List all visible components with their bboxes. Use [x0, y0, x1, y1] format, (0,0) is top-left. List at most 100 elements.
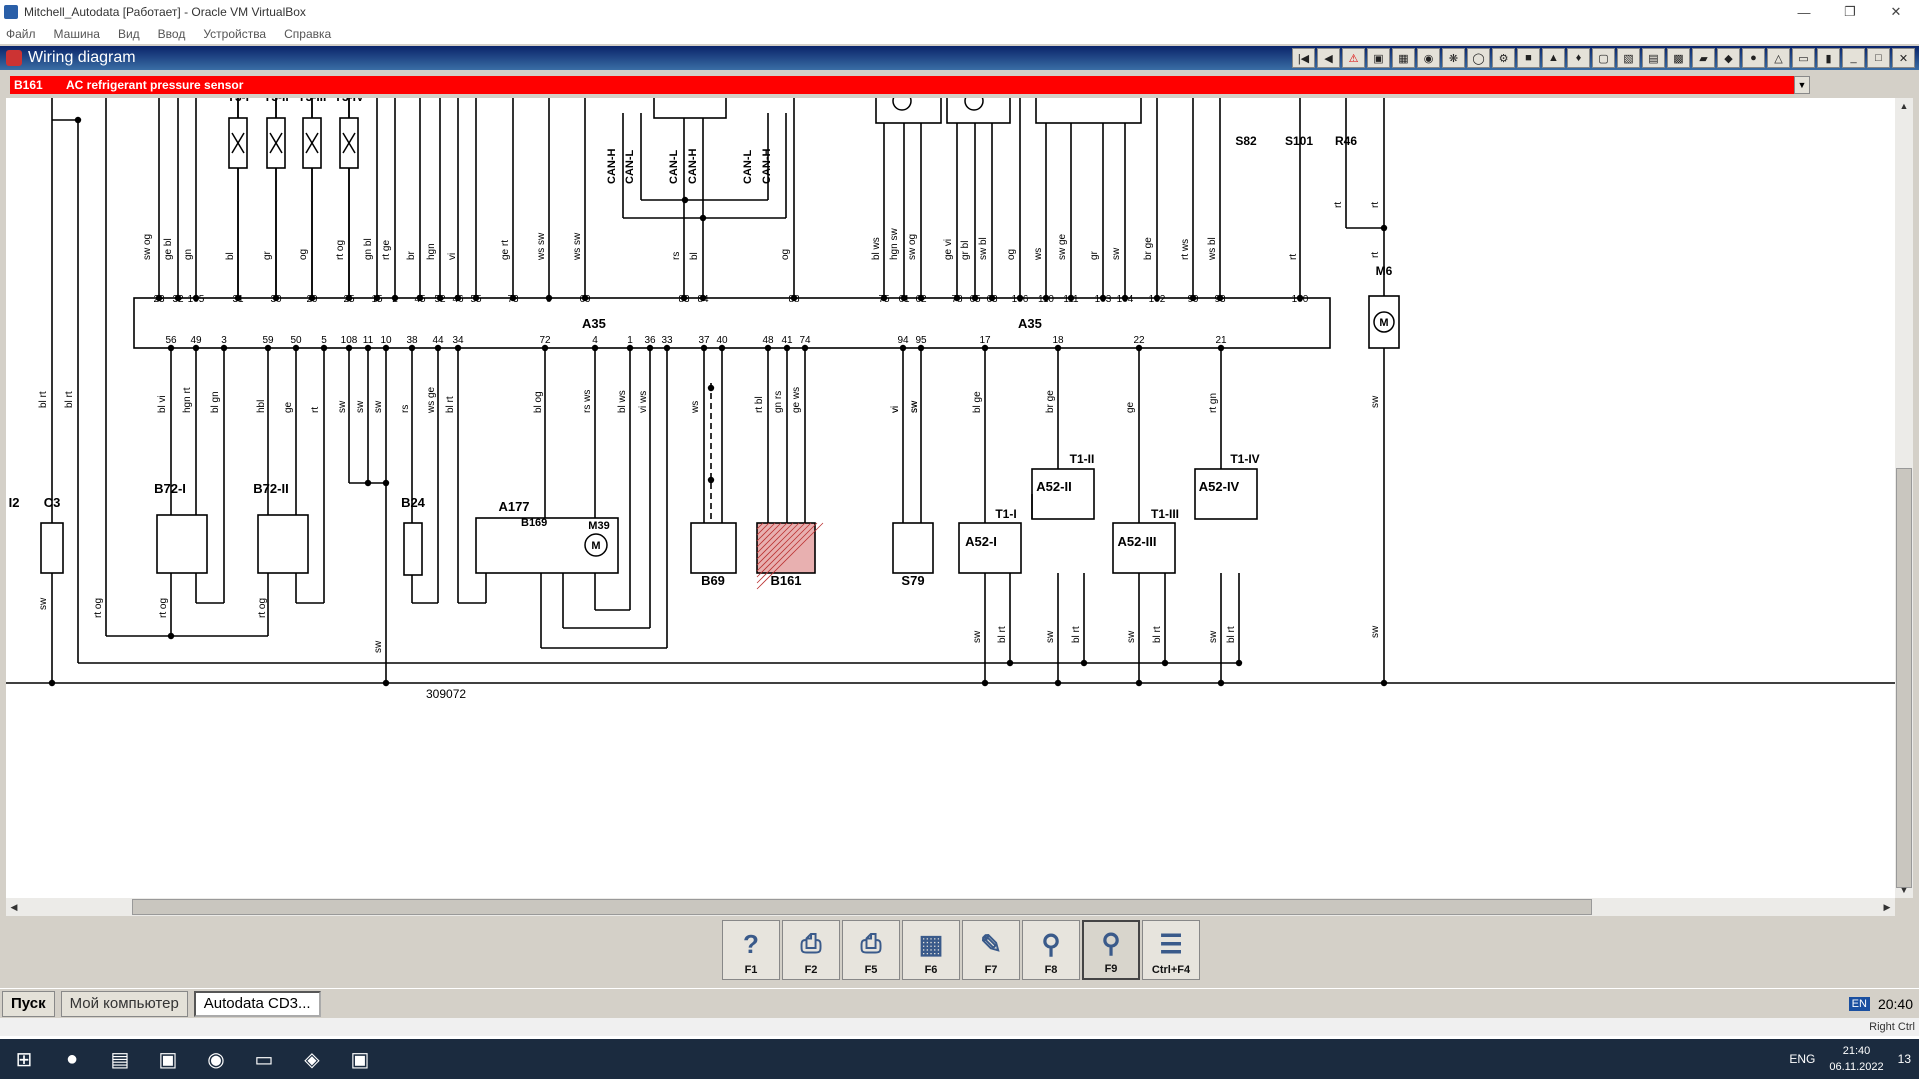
tool-icon-2[interactable]: ▦ [1392, 48, 1415, 68]
component-selector[interactable]: B161 AC refrigerant pressure sensor ▼ [10, 76, 1810, 94]
notification-icon[interactable]: 13 [1897, 1052, 1911, 1066]
tool-icon-16[interactable]: ● [1742, 48, 1765, 68]
component-label-t1-3: T1-III [1151, 507, 1179, 521]
ctrl-f4-button[interactable]: ☰Ctrl+F4 [1142, 920, 1200, 980]
vertical-scroll-thumb[interactable] [1896, 468, 1912, 888]
component-label-t1-2: T1-II [1070, 452, 1095, 466]
app-close-icon[interactable]: ✕ [1892, 48, 1915, 68]
menu-file[interactable]: Файл [6, 27, 36, 41]
bottom-pin-number: 18 [1052, 335, 1064, 346]
app-icon-1[interactable]: ▭ [254, 1048, 274, 1071]
tool-icon-17[interactable]: △ [1767, 48, 1790, 68]
junction-dot [382, 679, 390, 687]
chrome-icon[interactable]: ◉ [207, 1048, 225, 1071]
top-wire-color: ge bl [163, 238, 174, 260]
tool-icon-3[interactable]: ◉ [1417, 48, 1440, 68]
f8-button[interactable]: ⚲F8 [1022, 920, 1080, 980]
menu-view[interactable]: Вид [117, 27, 140, 41]
scroll-down-icon[interactable]: ▼ [1899, 885, 1909, 895]
f1-help-button[interactable]: ?F1 [722, 920, 780, 980]
prev-page-icon[interactable]: ◀ [1317, 48, 1340, 68]
f6-button[interactable]: ▦F6 [902, 920, 960, 980]
component-label: A52-IV [1199, 479, 1240, 494]
bottom-wire-color: hgn rt [182, 387, 193, 413]
tool-icon-18[interactable]: ▭ [1792, 48, 1815, 68]
bottom-wire-color: hbl [256, 400, 267, 413]
menu-input[interactable]: Ввод [157, 27, 186, 41]
horizontal-scrollbar[interactable]: ◀ ▶ [6, 898, 1895, 916]
task-autodata[interactable]: Autodata CD3... [193, 990, 321, 1017]
tool-icon-8[interactable]: ▲ [1542, 48, 1565, 68]
tool-icon-9[interactable]: ♦ [1567, 48, 1590, 68]
top-wire-color: sw [1111, 247, 1122, 260]
a52-1-box [958, 522, 1022, 574]
sensor-icon [964, 98, 984, 111]
scroll-left-icon[interactable]: ◀ [10, 901, 18, 912]
top-wire-color: hgn [426, 243, 437, 260]
tool-icon-15[interactable]: ◆ [1717, 48, 1740, 68]
host-lang[interactable]: ENG [1789, 1052, 1816, 1066]
explorer-icon[interactable]: ▤ [110, 1048, 130, 1071]
f2-button[interactable]: ⎙F2 [782, 920, 840, 980]
guest-taskbar: Пуск Мой компьютер Autodata CD3... EN 20… [0, 988, 1919, 1018]
f5-print-button[interactable]: ⎙F5 [842, 920, 900, 980]
tool-icon-6[interactable]: ⚙ [1492, 48, 1515, 68]
bottom-pin-number: 44 [432, 335, 444, 346]
scroll-up-icon[interactable]: ▲ [1899, 101, 1909, 111]
component-label: A52-III [1117, 534, 1156, 549]
app-maximize-icon[interactable]: □ [1867, 48, 1890, 68]
bottom-pin-number: 48 [762, 335, 774, 346]
menu-help[interactable]: Справка [284, 27, 332, 41]
bottom-wire-color: ws [690, 401, 701, 414]
bottom-wire-color: sw [373, 400, 384, 413]
tool-icon-11[interactable]: ▧ [1617, 48, 1640, 68]
component-label: B69 [701, 573, 725, 588]
tool-icon-7[interactable]: ■ [1517, 48, 1540, 68]
junction-dot [707, 384, 715, 392]
junction-dot [699, 214, 707, 222]
edge-icon[interactable]: ● [65, 1047, 79, 1070]
vm-menubar: Файл Машина Вид Ввод Устройства Справка [0, 24, 1919, 44]
scroll-right-icon[interactable]: ▶ [1883, 901, 1891, 912]
restore-icon[interactable]: ❐ [1844, 4, 1856, 19]
calculator-icon: ▦ [918, 929, 944, 959]
wire-color: rt og [257, 598, 268, 618]
bottom-wire-color: sw [909, 400, 920, 413]
top-wire-color: gr [262, 250, 273, 260]
virtualbox-taskbar-icon[interactable]: ▣ [350, 1048, 370, 1071]
f9-zoom-button[interactable]: ⚲F9 [1082, 920, 1140, 980]
menu-devices[interactable]: Устройства [203, 27, 267, 41]
tool-icon-14[interactable]: ▰ [1692, 48, 1715, 68]
wiring-diagram-canvas[interactable]: A35A352332105313029251524552465573969838… [6, 98, 1895, 898]
a52-3-box [1112, 522, 1176, 574]
tool-icon-5[interactable]: ◯ [1467, 48, 1490, 68]
guest-lang-indicator[interactable]: EN [1848, 997, 1870, 1011]
start-button[interactable]: Пуск [2, 990, 55, 1017]
first-page-icon[interactable]: |◀ [1292, 48, 1315, 68]
module-a35-label-left: A35 [582, 316, 606, 331]
component-label: S79 [901, 573, 924, 588]
store-icon[interactable]: ▣ [158, 1048, 178, 1071]
host-clock[interactable]: 21:40 06.11.2022 [1829, 1045, 1884, 1073]
warning-icon[interactable]: ⚠ [1342, 48, 1365, 68]
tool-icon-10[interactable]: ▢ [1592, 48, 1615, 68]
vertical-scrollbar[interactable]: ▲ ▼ [1895, 98, 1913, 898]
tool-icon-13[interactable]: ▩ [1667, 48, 1690, 68]
app-minimize-icon[interactable]: _ [1842, 48, 1865, 68]
menu-machine[interactable]: Машина [53, 27, 100, 41]
task-my-computer[interactable]: Мой компьютер [60, 990, 188, 1017]
chevron-down-icon[interactable]: ▼ [1794, 76, 1810, 94]
tool-icon-12[interactable]: ▤ [1642, 48, 1665, 68]
f7-button[interactable]: ✎F7 [962, 920, 1020, 980]
tool-icon-1[interactable]: ▣ [1367, 48, 1390, 68]
windows-start-icon[interactable]: ⊞ [15, 1048, 33, 1071]
minimize-icon[interactable]: — [1797, 4, 1811, 20]
top-wire-color: ws [1033, 248, 1044, 261]
horizontal-scroll-thumb[interactable] [132, 899, 1592, 915]
top-wire-color: hgn sw [889, 228, 900, 260]
close-icon[interactable]: ✕ [1890, 4, 1902, 19]
component-label: A52-II [1036, 479, 1071, 494]
app-icon-2[interactable]: ◈ [304, 1048, 320, 1071]
tool-icon-4[interactable]: ❋ [1442, 48, 1465, 68]
tool-icon-19[interactable]: ▮ [1817, 48, 1840, 68]
